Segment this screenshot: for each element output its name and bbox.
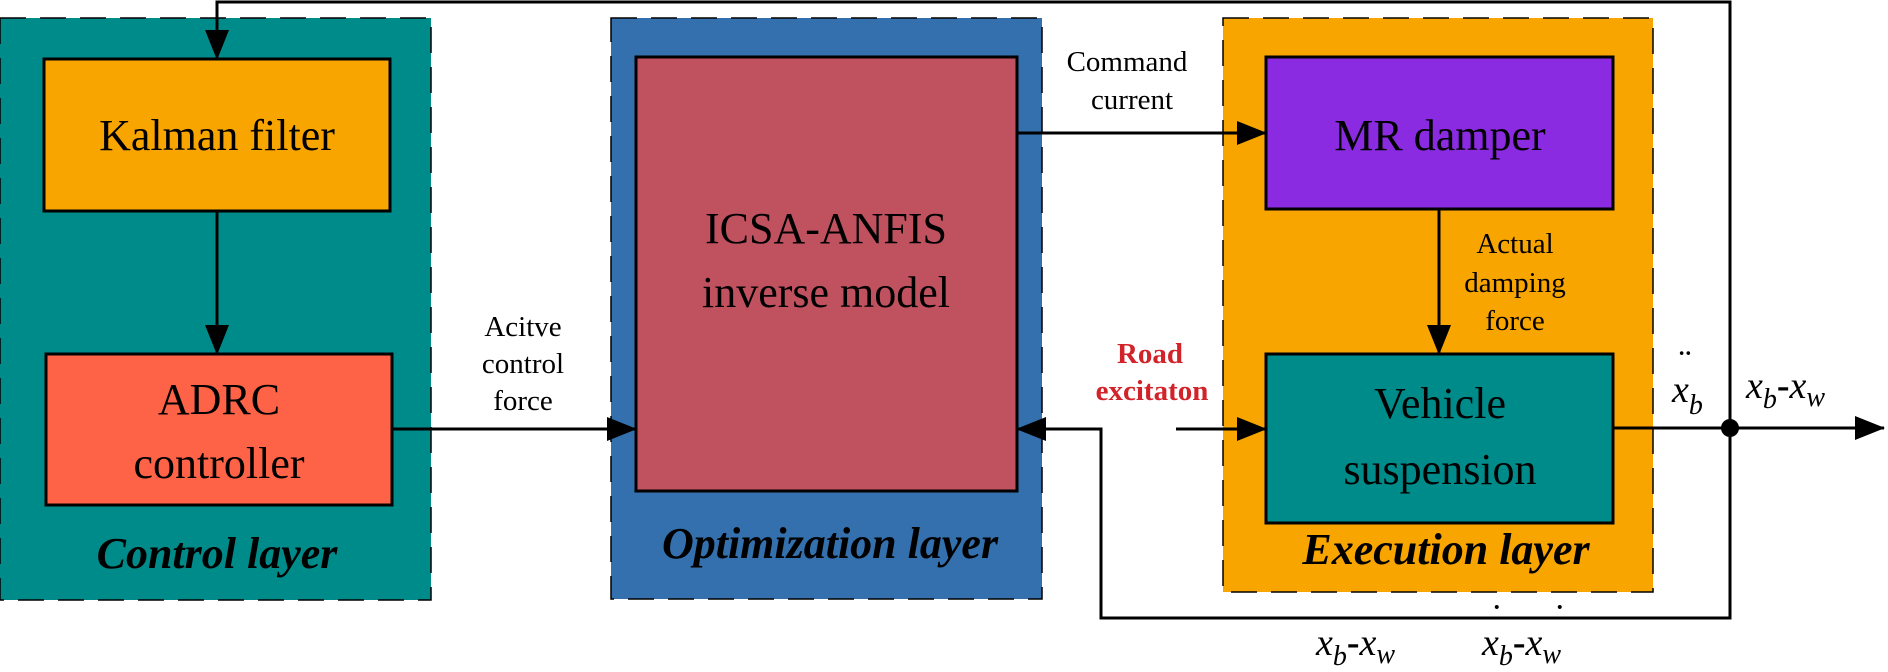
kalman-filter-label: Kalman filter (99, 111, 335, 160)
kalman-filter-block: Kalman filter (42, 57, 392, 213)
body-acceleration-label: xb ¨ (1671, 343, 1703, 421)
svg-text:Command: Command (1067, 46, 1188, 78)
adrc-label-line2: controller (133, 439, 304, 488)
svg-text:damping: damping (1464, 267, 1566, 299)
optimization-layer-title: Optimization layer (662, 519, 999, 568)
svg-text:xb: xb (1671, 369, 1703, 421)
svg-text:excitaton: excitaton (1096, 375, 1209, 407)
execution-layer-title: Execution layer (1301, 525, 1590, 574)
road-excitation-label: Road excitaton (1096, 338, 1209, 407)
mr-damper-label: MR damper (1334, 111, 1546, 160)
feedback-velocity-label: xb-xw ˙ ˙ (1481, 597, 1564, 672)
svg-text:Actual: Actual (1476, 228, 1553, 260)
command-current-label: Command current (1067, 46, 1188, 116)
svg-text:˙: ˙ (1488, 597, 1501, 639)
svg-text:xb-xw: xb-xw (1745, 365, 1825, 415)
svg-text:force: force (1485, 305, 1545, 337)
vehicle-label-line1: Vehicle (1374, 379, 1506, 428)
junction-dot (1721, 419, 1739, 437)
output-displacement-label: xb-xw (1745, 365, 1825, 415)
svg-text:xb-xw: xb-xw (1481, 622, 1561, 672)
mr-damper-block: MR damper (1264, 55, 1615, 211)
feedback-top-line (205, 0, 1732, 428)
icsa-anfis-block: ICSA-ANFIS inverse model (634, 55, 1019, 493)
adrc-controller-block: ADRC controller (44, 352, 394, 507)
actual-damping-force-label: Actual damping force (1464, 228, 1566, 337)
svg-text:Road: Road (1117, 338, 1183, 370)
svg-text:current: current (1091, 84, 1173, 116)
feedback-displacement-label: xb-xw (1315, 622, 1395, 672)
svg-text:control: control (482, 348, 564, 380)
svg-text:˙: ˙ (1551, 597, 1564, 639)
feedback-bottom-line (1016, 417, 1732, 620)
svg-text:Acitve: Acitve (484, 311, 561, 343)
adrc-label-line1: ADRC (158, 375, 280, 424)
vehicle-suspension-block: Vehicle suspension (1264, 352, 1615, 525)
active-control-force-label: Acitve control force (482, 311, 564, 417)
icsa-label-line2: inverse model (702, 268, 950, 317)
svg-text:¨: ¨ (1676, 343, 1691, 385)
svg-text:force: force (493, 385, 553, 417)
svg-text:xb-xw: xb-xw (1315, 622, 1395, 672)
control-layer-title: Control layer (97, 529, 339, 578)
vehicle-label-line2: suspension (1343, 445, 1536, 494)
icsa-label-line1: ICSA-ANFIS (705, 204, 947, 253)
